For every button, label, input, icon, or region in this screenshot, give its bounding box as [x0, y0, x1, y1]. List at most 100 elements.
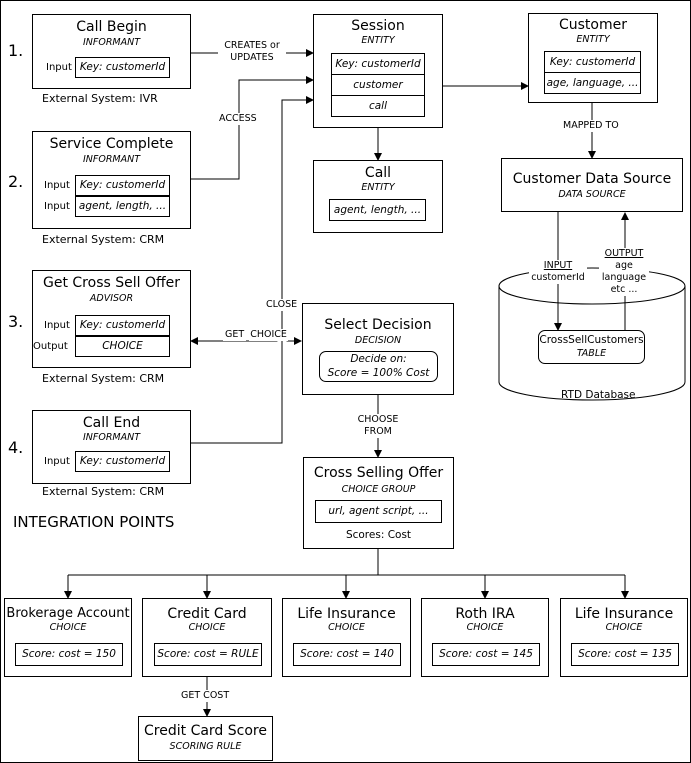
session-customer-row: customer	[331, 74, 425, 96]
edge-label-access: ACCESS	[219, 113, 257, 125]
call-end-informant: Call End INFORMANT Input Key: customerId	[32, 410, 191, 484]
advisor-type: ADVISOR	[89, 293, 134, 304]
choose-from-line-1: CHOOSE	[357, 414, 399, 425]
creates-label-line-1: CREATES or	[224, 40, 280, 51]
customer-attributes-row: age, language, ...	[544, 72, 641, 94]
cross-selling-offer-fields: url, agent script, ...	[315, 500, 442, 523]
edge-label-mapped-to: MAPPED TO	[561, 120, 621, 132]
call-end-external-system: External System: CRM	[42, 485, 165, 498]
customer-type: ENTITY	[576, 34, 610, 45]
call-details-field: agent, length, ...	[329, 199, 426, 221]
service-complete-input-label-2: Input	[44, 201, 70, 212]
choice-type: CHOICE	[188, 622, 226, 633]
cross-selling-offer-group: Cross Selling Offer CHOICE GROUP url, ag…	[303, 457, 454, 549]
choice-score: Score: cost = 150	[15, 643, 123, 666]
edge-label-close: CLOSE	[264, 299, 300, 311]
advisor-choice-field: CHOICE	[75, 336, 170, 357]
call-title: Call	[364, 165, 392, 181]
call-end-input-label: Input	[44, 456, 70, 467]
call-begin-key-field: Key: customerId	[75, 57, 170, 78]
db-output-value-3: etc ...	[610, 284, 638, 295]
call-end-key-field: Key: customerId	[75, 451, 170, 472]
choice-roth-ira: Roth IRA CHOICE Score: cost = 145	[421, 598, 549, 677]
service-complete-informant: Service Complete INFORMANT Input Key: cu…	[32, 131, 191, 229]
get-choice-line-2: CHOICE	[249, 329, 288, 341]
database-cylinder-body	[498, 286, 686, 401]
database-cylinder-top	[498, 267, 686, 305]
credit-card-score-rule: Credit Card Score SCORING RULE	[138, 716, 273, 761]
choice-title: Roth IRA	[455, 606, 515, 622]
choice-title: Credit Card	[167, 606, 247, 622]
choice-score: Score: cost = 140	[293, 643, 401, 666]
call-entity: Call ENTITY agent, length, ...	[313, 160, 443, 233]
db-input-heading: INPUT	[543, 260, 573, 271]
step-number-1: 1.	[8, 41, 24, 60]
choice-score: Score: cost = 145	[432, 643, 540, 666]
db-output-value-2: language	[601, 272, 647, 283]
choice-brokerage-account: Brokerage Account CHOICE Score: cost = 1…	[4, 598, 132, 677]
table-type: TABLE	[576, 348, 607, 359]
choice-credit-card: Credit Card CHOICE Score: cost = RULE	[142, 598, 272, 677]
creates-label-line-2: UPDATES	[230, 52, 274, 63]
decision-rule-line-1: Decide on:	[350, 353, 407, 365]
advisor-external-system: External System: CRM	[42, 372, 165, 385]
call-end-title: Call End	[82, 415, 141, 431]
choice-type: CHOICE	[49, 622, 87, 633]
select-decision: Select Decision DECISION Decide on: Scor…	[302, 303, 454, 395]
get-choice-line-1: GET	[223, 329, 247, 341]
db-output-label: OUTPUT age language etc ...	[599, 248, 649, 296]
decision-rule-line-2: Score = 100% Cost	[327, 367, 430, 379]
rtd-database-label: RTD Database	[561, 389, 636, 401]
call-begin-type: INFORMANT	[82, 37, 141, 48]
db-output-value-1: age	[615, 260, 633, 271]
edge-label-get-choice: GET CHOICE	[223, 329, 288, 341]
edge-close	[191, 96, 314, 444]
cross-sell-offer-advisor: Get Cross Sell Offer ADVISOR Input Key: …	[32, 270, 191, 368]
scoring-rule-type: SCORING RULE	[169, 741, 242, 752]
step-number-2: 2.	[8, 172, 24, 191]
choice-type: CHOICE	[328, 622, 365, 633]
data-source-type: DATA SOURCE	[558, 189, 626, 200]
session-key-row: Key: customerId	[331, 53, 425, 75]
session-entity: Session ENTITY Key: customerId customer …	[313, 14, 443, 128]
customer-key-row: Key: customerId	[544, 51, 641, 73]
session-call-row: call	[331, 95, 425, 117]
call-begin-external-system: External System: IVR	[42, 92, 158, 105]
advisor-key-field: Key: customerId	[75, 315, 170, 336]
decision-rule: Decide on: Score = 100% Cost	[319, 351, 438, 382]
service-complete-input-label-1: Input	[44, 180, 70, 191]
customer-data-source: Customer Data Source DATA SOURCE	[501, 158, 683, 212]
service-complete-external-system: External System: CRM	[42, 233, 165, 246]
advisor-input-label: Input	[44, 320, 70, 331]
edge-access	[191, 76, 314, 180]
service-complete-key-field: Key: customerId	[75, 175, 170, 196]
customer-entity: Customer ENTITY Key: customerId age, lan…	[528, 13, 658, 103]
call-type: ENTITY	[361, 182, 395, 193]
edge-label-choose-from: CHOOSE FROM	[351, 414, 405, 438]
choice-title: Brokerage Account	[6, 606, 130, 621]
choice-score: Score: cost = RULE	[154, 643, 262, 666]
edge-label-get-cost: GET COST	[179, 690, 232, 702]
call-end-type: INFORMANT	[82, 432, 141, 443]
choose-from-line-2: FROM	[364, 426, 392, 437]
db-output-heading: OUTPUT	[604, 248, 644, 259]
step-number-4: 4.	[8, 438, 24, 457]
cross-selling-offer-scores: Scores: Cost	[345, 529, 412, 541]
call-begin-title: Call Begin	[76, 19, 147, 35]
cross-sell-customers-table: CrossSellCustomers TABLE	[538, 330, 645, 364]
db-input-label: INPUT customerId	[529, 260, 587, 284]
choice-score: Score: cost = 135	[571, 643, 679, 666]
step-number-3: 3.	[8, 312, 24, 331]
advisor-output-label: Output	[33, 341, 68, 352]
customer-title: Customer	[558, 17, 627, 33]
table-name: CrossSellCustomers	[539, 334, 644, 346]
session-type: ENTITY	[361, 35, 395, 46]
choice-life-insurance-1: Life Insurance CHOICE Score: cost = 140	[282, 598, 411, 677]
data-source-title: Customer Data Source	[512, 171, 672, 187]
select-decision-title: Select Decision	[324, 317, 432, 333]
cross-selling-offer-type: CHOICE GROUP	[341, 484, 416, 495]
service-complete-title: Service Complete	[49, 136, 174, 152]
choice-title: Life Insurance	[574, 606, 674, 622]
choice-type: CHOICE	[605, 622, 643, 633]
